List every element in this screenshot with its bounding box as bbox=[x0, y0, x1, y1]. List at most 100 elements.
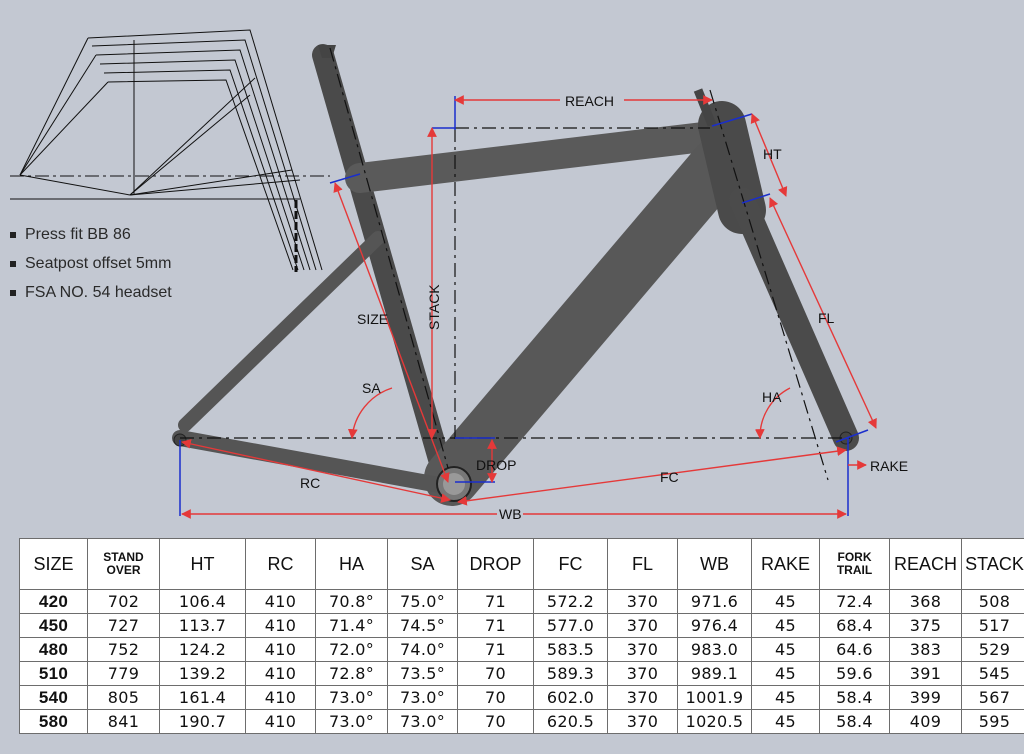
table-cell: 58.4 bbox=[819, 685, 890, 710]
table-cell: 595 bbox=[961, 709, 1024, 734]
header-cell: STACK bbox=[961, 538, 1024, 590]
label-ht: HT bbox=[763, 146, 782, 162]
table-cell: 45 bbox=[751, 637, 820, 662]
table-cell: 72.8° bbox=[315, 661, 388, 686]
label-size: SIZE bbox=[357, 311, 388, 327]
table-cell: 370 bbox=[607, 613, 678, 638]
table-cell: 602.0 bbox=[533, 685, 608, 710]
table-cell: 971.6 bbox=[677, 589, 752, 614]
header-cell: STAND OVER bbox=[87, 538, 160, 590]
table-cell: 375 bbox=[889, 613, 962, 638]
table-cell: 74.5° bbox=[387, 613, 458, 638]
label-reach: REACH bbox=[565, 93, 614, 109]
frame-silhouette bbox=[172, 44, 859, 506]
table-cell: 45 bbox=[751, 685, 820, 710]
table-cell: 370 bbox=[607, 685, 678, 710]
table-cell: 368 bbox=[889, 589, 962, 614]
size-cell: 510 bbox=[19, 661, 88, 686]
note-text: Seatpost offset 5mm bbox=[25, 254, 172, 272]
table-cell: 567 bbox=[961, 685, 1024, 710]
label-wb: WB bbox=[499, 506, 522, 522]
bullet-icon bbox=[10, 231, 16, 238]
header-text: STAND OVER bbox=[103, 550, 144, 577]
header-cell: FORK TRAIL bbox=[819, 538, 890, 590]
label-rake: RAKE bbox=[870, 458, 908, 474]
table-cell: 70 bbox=[457, 661, 534, 686]
table-cell: 45 bbox=[751, 613, 820, 638]
size-cell: 580 bbox=[19, 709, 88, 734]
table-cell: 410 bbox=[245, 589, 316, 614]
label-sa: SA bbox=[362, 380, 381, 396]
table-cell: 70 bbox=[457, 685, 534, 710]
table-cell: 64.6 bbox=[819, 637, 890, 662]
note-headset: FSA NO. 54 headset bbox=[10, 278, 172, 307]
dimension-labels: REACH HT STACK SIZE FL SA HA DROP RC FC … bbox=[300, 92, 908, 522]
header-cell: WB bbox=[677, 538, 752, 590]
table-cell: 752 bbox=[87, 637, 160, 662]
table-cell: 71 bbox=[457, 613, 534, 638]
table-cell: 161.4 bbox=[159, 685, 246, 710]
note-seatpost: Seatpost offset 5mm bbox=[10, 249, 172, 278]
note-bb: Press fit BB 86 bbox=[10, 220, 172, 249]
table-cell: 529 bbox=[961, 637, 1024, 662]
header-cell: SIZE bbox=[19, 538, 88, 590]
table-cell: 841 bbox=[87, 709, 160, 734]
size-cell: 540 bbox=[19, 685, 88, 710]
table-cell: 410 bbox=[245, 661, 316, 686]
label-rc: RC bbox=[300, 475, 320, 491]
size-overlay-sketch bbox=[10, 29, 330, 272]
size-cell: 450 bbox=[19, 613, 88, 638]
table-cell: 383 bbox=[889, 637, 962, 662]
table-cell: 75.0° bbox=[387, 589, 458, 614]
table-cell: 70.8° bbox=[315, 589, 388, 614]
header-cell: SA bbox=[387, 538, 458, 590]
table-cell: 583.5 bbox=[533, 637, 608, 662]
table-cell: 73.0° bbox=[315, 685, 388, 710]
table-header-row: SIZE STAND OVER HT RC HA SA DROP FC FL W… bbox=[19, 538, 1024, 590]
table-cell: 399 bbox=[889, 685, 962, 710]
bullet-icon bbox=[10, 260, 16, 267]
table-cell: 410 bbox=[245, 685, 316, 710]
table-cell: 545 bbox=[961, 661, 1024, 686]
table-cell: 59.6 bbox=[819, 661, 890, 686]
size-cell: 480 bbox=[19, 637, 88, 662]
table-cell: 577.0 bbox=[533, 613, 608, 638]
label-fc: FC bbox=[660, 469, 679, 485]
size-cell: 420 bbox=[19, 589, 88, 614]
table-cell: 779 bbox=[87, 661, 160, 686]
label-ha: HA bbox=[762, 389, 782, 405]
table-cell: 73.0° bbox=[315, 709, 388, 734]
note-text: Press fit BB 86 bbox=[25, 225, 131, 243]
table-cell: 702 bbox=[87, 589, 160, 614]
table-cell: 45 bbox=[751, 589, 820, 614]
header-cell: HA bbox=[315, 538, 388, 590]
table-cell: 983.0 bbox=[677, 637, 752, 662]
table-cell: 589.3 bbox=[533, 661, 608, 686]
bullet-icon bbox=[10, 289, 16, 296]
label-fl: FL bbox=[818, 310, 835, 326]
label-drop: DROP bbox=[476, 457, 516, 473]
table-cell: 70 bbox=[457, 709, 534, 734]
table-cell: 68.4 bbox=[819, 613, 890, 638]
table-cell: 72.0° bbox=[315, 637, 388, 662]
table-cell: 410 bbox=[245, 637, 316, 662]
table-cell: 370 bbox=[607, 661, 678, 686]
geometry-table: SIZE STAND OVER HT RC HA SA DROP FC FL W… bbox=[19, 538, 1024, 734]
table-cell: 1001.9 bbox=[677, 685, 752, 710]
table-cell: 727 bbox=[87, 613, 160, 638]
table-cell: 976.4 bbox=[677, 613, 752, 638]
table-cell: 517 bbox=[961, 613, 1024, 638]
table-cell: 410 bbox=[245, 613, 316, 638]
table-cell: 391 bbox=[889, 661, 962, 686]
header-cell: FC bbox=[533, 538, 608, 590]
table-cell: 58.4 bbox=[819, 709, 890, 734]
note-text: FSA NO. 54 headset bbox=[25, 283, 172, 301]
table-cell: 370 bbox=[607, 589, 678, 614]
table-cell: 1020.5 bbox=[677, 709, 752, 734]
